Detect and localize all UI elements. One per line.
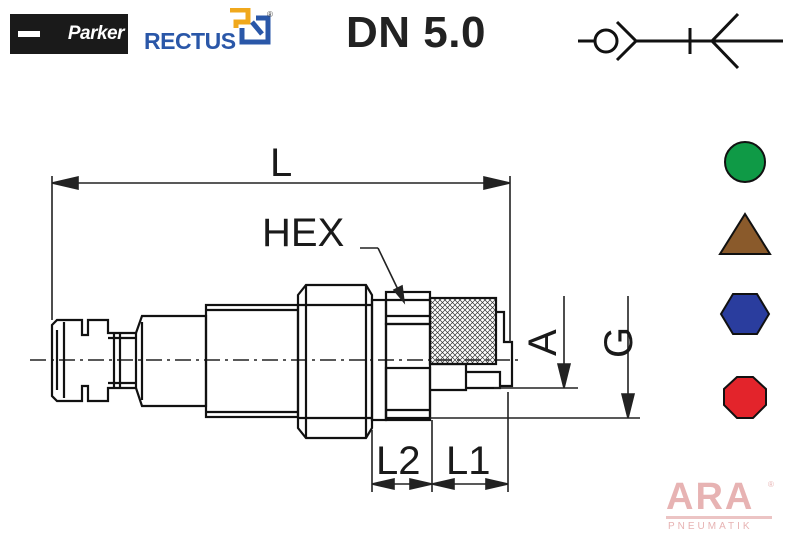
parker-logo-mark (18, 31, 40, 37)
legend-circle-icon (724, 141, 766, 183)
ara-logo-subtext: PNEUMATIK (668, 521, 753, 532)
legend-octagon-icon (723, 376, 767, 419)
plug-nipple (50, 283, 432, 440)
dimension-A (494, 296, 578, 389)
dimension-G (430, 296, 640, 419)
ara-registered-mark: ® (768, 480, 774, 489)
dim-G-label: G (597, 327, 641, 358)
knurled-sleeve (428, 296, 498, 366)
hex-leader (360, 247, 406, 305)
ara-logo-text: ARA (666, 476, 755, 518)
ara-logo-bar (666, 516, 772, 519)
dim-L2-label: L2 (376, 439, 421, 483)
hex-label: HEX (262, 211, 344, 255)
dim-A-label: A (521, 329, 565, 356)
hose-tail (430, 310, 514, 392)
rectus-registered-mark: ® (267, 10, 273, 19)
dim-L1-label: L1 (446, 439, 491, 483)
dim-L-label: L (270, 141, 292, 185)
rectus-logo-text: RECTUS (144, 28, 236, 54)
dimension-L (51, 175, 511, 342)
legend-hexagon-icon (719, 293, 771, 335)
flow-symbol-icon (578, 12, 783, 70)
rectus-logo: RECTUS ® (140, 8, 280, 58)
parker-logo: Parker (10, 14, 128, 54)
rectus-emblem-icon (230, 8, 271, 45)
parker-logo-text: Parker (67, 23, 125, 44)
dimension-L1-L2 (371, 392, 509, 492)
ara-logo: ARA ® PNEUMATIK (662, 476, 780, 536)
legend-triangle-icon (718, 212, 772, 255)
page-title: DN 5.0 (346, 8, 486, 57)
